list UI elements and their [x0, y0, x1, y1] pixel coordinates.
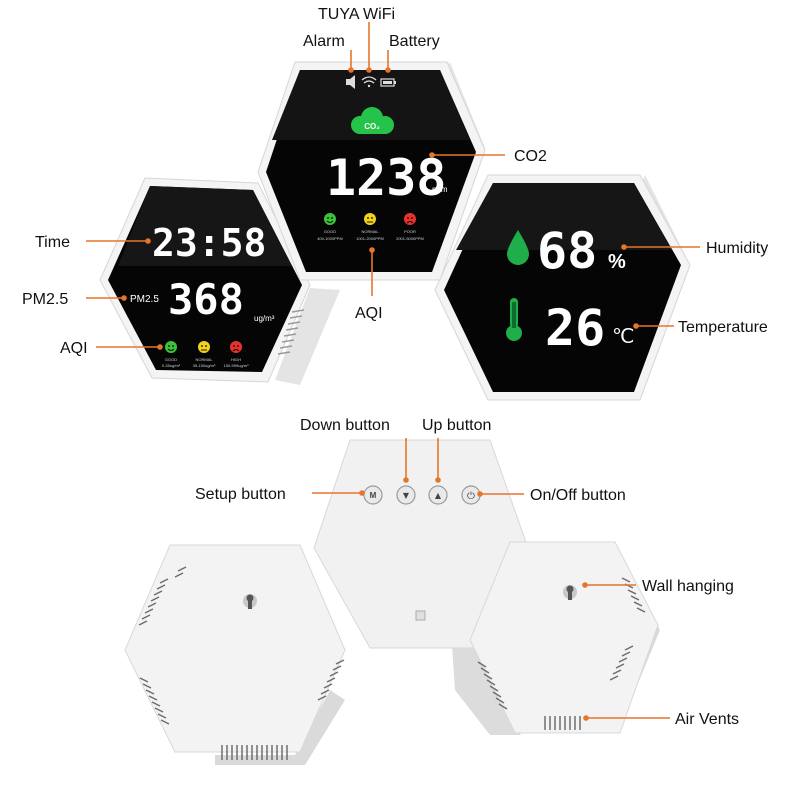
aqi-center-group: GOOD NORMAL POOR 400-1000PPM 1001-2000PP…: [317, 213, 424, 241]
temp-unit: ℃: [612, 326, 634, 348]
pm-unit: ug/m³: [254, 314, 275, 323]
smiley-icon: [364, 213, 376, 225]
left-panel-side: [275, 288, 340, 385]
co2-value: 1238: [326, 149, 446, 207]
up-button[interactable]: ▲: [428, 485, 448, 505]
down-button-label: ▼: [403, 491, 410, 500]
aqi-left-range-high: 150-999ug/m³: [224, 363, 250, 368]
right-panel-glare: [456, 183, 672, 250]
label-humidity: Humidity: [706, 240, 768, 257]
setup-button-label: M: [370, 491, 377, 500]
left-panel-glare: [118, 186, 292, 266]
pm-value: 368: [168, 275, 244, 324]
callout-lines-back: [312, 438, 670, 721]
center-panel-glare: [272, 70, 470, 140]
smiley-icon: [198, 341, 210, 353]
aqi-center-range-normal: 1001-2000PPM: [356, 236, 384, 241]
aqi-center-level-normal: NORMAL: [361, 229, 379, 234]
down-button[interactable]: ▼: [396, 485, 416, 505]
speaker-icon: [346, 75, 355, 89]
left-front-vents: [277, 309, 305, 355]
keyhole-icon: [243, 594, 257, 609]
left-lower-side: [215, 690, 345, 765]
aqi-left-range-normal: 35-150ug/m³: [193, 363, 216, 368]
smiley-icon: [404, 213, 416, 225]
co2-unit: ppm: [432, 185, 448, 194]
label-aqi-center: AQI: [355, 305, 383, 322]
label-onoff-button: On/Off button: [530, 487, 626, 504]
co2-badge-text: CO₂: [364, 122, 380, 131]
aqi-left-level-high: HIGH: [231, 357, 241, 362]
label-aqi-left: AQI: [60, 340, 88, 357]
back-view: M ▼ ▲ ⏻: [124, 417, 739, 765]
label-setup-button: Setup button: [195, 486, 286, 503]
left-back-panel: [124, 544, 346, 753]
label-temperature: Temperature: [678, 319, 768, 336]
label-up-button: Up button: [422, 417, 491, 434]
aqi-center-range-good: 400-1000PPM: [317, 236, 343, 241]
aqi-left-group: GOOD NORMAL HIGH 0-35ug/m³ 35-150ug/m³ 1…: [162, 341, 249, 368]
battery-icon: [380, 78, 396, 87]
aqi-left-level-normal: NORMAL: [195, 357, 213, 362]
water-drop-icon: [507, 230, 529, 265]
smiley-icon: [230, 341, 242, 353]
aqi-center-level-good: GOOD: [324, 229, 336, 234]
right-panel-back-side: [590, 545, 660, 715]
label-alarm: Alarm: [303, 33, 345, 50]
front-view: CO₂ 1238 ppm GOOD NORMAL POOR: [22, 6, 768, 401]
smiley-icon: [165, 341, 177, 353]
pm-label: PM2.5: [130, 294, 159, 305]
label-co2: CO2: [514, 148, 547, 165]
aqi-left-range-good: 0-35ug/m³: [162, 363, 181, 368]
time-value: 23:58: [152, 221, 266, 265]
label-battery: Battery: [389, 33, 440, 50]
reset-pinhole[interactable]: [415, 610, 426, 621]
callout-lines-front: [86, 22, 700, 350]
air-vents: [138, 566, 646, 760]
temp-value: 26: [545, 299, 605, 357]
setup-button[interactable]: M: [363, 485, 383, 505]
cloud-icon: [351, 107, 394, 134]
power-button-label: ⏻: [467, 491, 475, 502]
label-time: Time: [35, 234, 70, 251]
keyhole-icon: [563, 585, 577, 600]
aqi-center-range-poor: 2001-5000PPM: [396, 236, 424, 241]
label-down-button: Down button: [300, 417, 390, 434]
thermometer-icon: [506, 298, 522, 341]
humidity-value: 68: [537, 222, 597, 280]
wifi-icon: [361, 76, 377, 88]
label-pm25: PM2.5: [22, 291, 68, 308]
humidity-unit: %: [608, 251, 626, 273]
label-air-vents: Air Vents: [675, 711, 739, 728]
power-button[interactable]: ⏻: [461, 485, 481, 505]
label-wall-hanging: Wall hanging: [642, 578, 734, 595]
aqi-left-level-good: GOOD: [165, 357, 177, 362]
right-back-panel: [469, 541, 659, 734]
up-button-label: ▲: [435, 491, 442, 500]
smiley-icon: [324, 213, 336, 225]
label-tuya-wifi: TUYA WiFi: [318, 6, 395, 23]
aqi-center-level-poor: POOR: [404, 229, 416, 234]
